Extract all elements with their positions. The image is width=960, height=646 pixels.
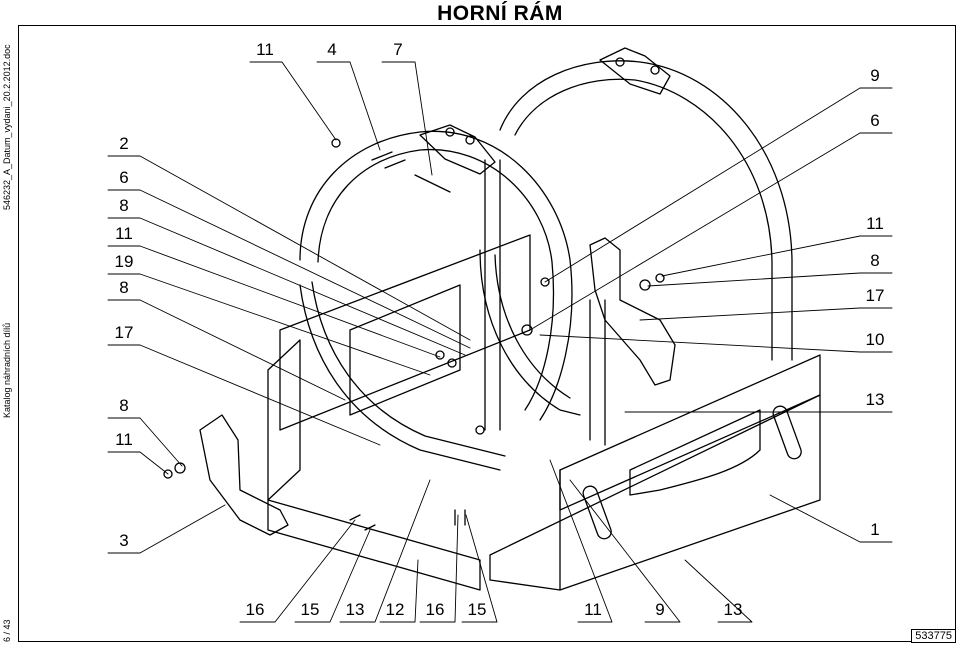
callout-bottom-6: 15	[467, 600, 487, 619]
back-panel	[279, 234, 531, 431]
callout-bottom-4: 12	[385, 600, 405, 619]
callout-bottom-8: 9	[655, 600, 665, 619]
front-hinge	[419, 124, 496, 175]
rear-ring-inner	[514, 78, 773, 361]
callout-top-1: 11	[256, 40, 274, 59]
callout-left-10: 3	[119, 531, 129, 550]
fasteners	[163, 138, 665, 531]
left-curved-rail	[299, 284, 501, 471]
callout-right-5: 17	[865, 286, 885, 305]
callout-top-3: 7	[393, 40, 403, 59]
page-title: HORNÍ RÁM	[437, 2, 563, 25]
rear-ring	[499, 60, 793, 361]
callout-left-4: 11	[115, 224, 133, 243]
drawing-frame	[18, 25, 956, 642]
callout-right-4: 8	[870, 251, 880, 270]
drawing-code: 533775	[911, 629, 956, 643]
inner-curved-plate	[479, 249, 581, 416]
callout-left-2: 6	[119, 168, 129, 187]
callout-bottom-3: 13	[345, 600, 365, 619]
rear-hinge	[599, 47, 671, 95]
left-side-plate	[267, 339, 301, 501]
callout-left-8: 8	[119, 396, 129, 415]
callout-left-9: 11	[115, 430, 133, 449]
base-front-frame	[489, 394, 821, 591]
callout-right-3: 11	[866, 214, 884, 233]
callout-left-7: 17	[114, 323, 134, 342]
callout-left-6: 8	[119, 278, 129, 297]
callout-bottom-1: 16	[245, 600, 265, 619]
callout-bottom-9: 13	[723, 600, 743, 619]
callout-right-7: 13	[865, 390, 885, 409]
callout-right-6: 10	[865, 330, 885, 349]
callout-bottom-7: 11	[584, 600, 602, 619]
callout-left-1: 2	[119, 134, 129, 153]
front-ring-inner	[317, 148, 555, 411]
callout-left-3: 8	[119, 196, 129, 215]
frame-cutout	[629, 409, 761, 496]
callout-bottom-2: 15	[300, 600, 320, 619]
callout-bottom-5: 16	[425, 600, 445, 619]
leader-lines	[107, 61, 893, 623]
callout-right-8: 1	[870, 520, 880, 539]
right-bracket	[589, 237, 676, 386]
callout-right-2: 6	[870, 111, 880, 130]
callout-top-2: 4	[327, 40, 337, 59]
callout-right-1: 9	[870, 66, 880, 85]
left-bracket	[199, 414, 289, 536]
front-ring	[299, 130, 573, 421]
callout-left-5: 19	[114, 252, 134, 271]
